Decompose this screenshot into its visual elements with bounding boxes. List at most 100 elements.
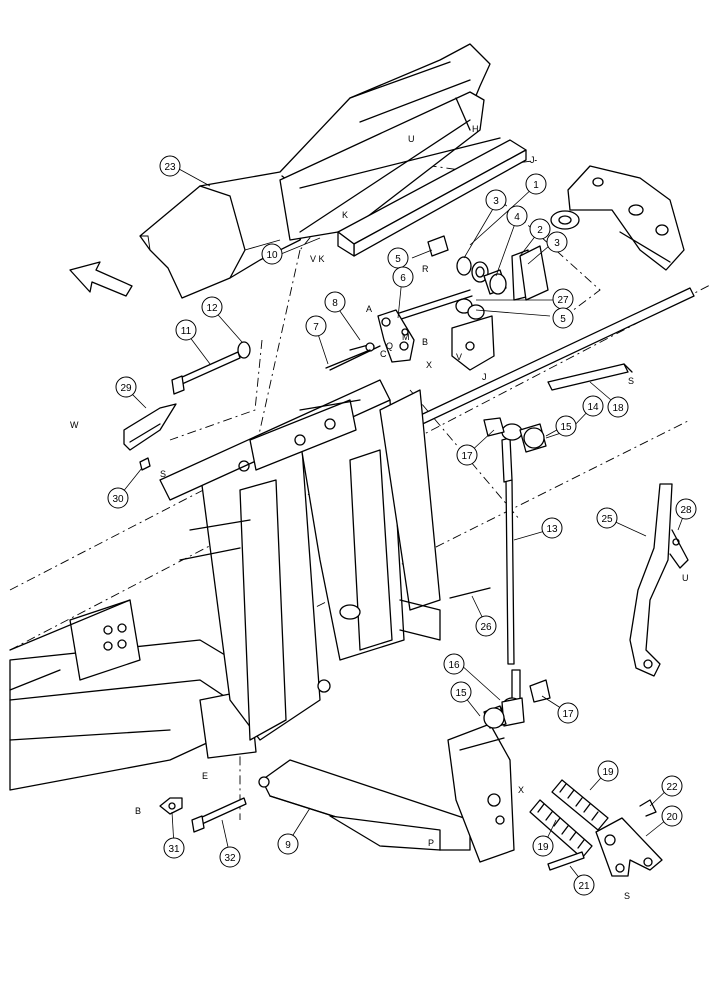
bracket-29 — [123, 403, 177, 451]
callout-25: 25 — [596, 507, 618, 529]
svg-text:32: 32 — [224, 853, 236, 864]
letter-H: H — [472, 124, 479, 134]
svg-text:26: 26 — [480, 622, 492, 633]
svg-text:18: 18 — [612, 403, 624, 414]
svg-text:5: 5 — [395, 254, 401, 265]
bell-crank — [595, 817, 663, 877]
callout-21: 21 — [573, 874, 595, 896]
main-frame — [9, 379, 441, 791]
letter-W: W — [70, 420, 79, 430]
letter-B1: B — [422, 337, 428, 347]
svg-text:23: 23 — [164, 162, 176, 173]
svg-text:29: 29 — [120, 383, 132, 394]
bolt-32 — [191, 797, 247, 833]
callout-28: 28 — [675, 498, 697, 520]
linkage-assembly — [329, 289, 495, 371]
callout-17b: 17 — [557, 702, 579, 724]
nut-30 — [139, 457, 151, 471]
letter-X1: X — [426, 360, 432, 370]
vertical-rod — [501, 423, 525, 727]
retaining-clip — [669, 529, 689, 569]
letter-P: P — [428, 838, 434, 848]
callout-23: 23 — [159, 155, 181, 177]
callout-22: 22 — [661, 775, 683, 797]
svg-text:19: 19 — [602, 767, 614, 778]
bolt-7 — [325, 349, 371, 369]
svg-text:10: 10 — [266, 250, 278, 261]
letter-X2: X — [518, 785, 524, 795]
letter-R: R — [422, 264, 429, 274]
callout-7: 7 — [305, 315, 327, 337]
callout-2: 2 — [529, 218, 551, 240]
callout-9: 9 — [277, 833, 299, 855]
letter-K: K — [342, 210, 348, 220]
letter-Q: Q — [386, 341, 393, 351]
letter-U2: U — [682, 573, 689, 583]
lower-rails — [9, 599, 131, 691]
svg-text:1: 1 — [533, 180, 539, 191]
callout-27: 27 — [552, 288, 574, 310]
svg-text:12: 12 — [206, 303, 218, 314]
letter-references: U H J K V K R A C Q M B X V J S W S E B … — [70, 124, 689, 901]
svg-text:3: 3 — [554, 238, 560, 249]
letter-J1: J — [530, 155, 535, 165]
clip-22 — [639, 799, 657, 817]
curved-arm — [629, 483, 673, 677]
callout-4: 4 — [506, 205, 528, 227]
svg-text:17: 17 — [461, 451, 473, 462]
callout-5b: 5 — [552, 307, 574, 329]
letter-V2: V — [456, 352, 462, 362]
bracket-27 — [519, 245, 549, 301]
svg-text:21: 21 — [578, 881, 590, 892]
callout-20: 20 — [661, 805, 683, 827]
plate-31 — [159, 797, 183, 815]
callout-17a: 17 — [456, 444, 478, 466]
rod-26 — [449, 587, 491, 599]
letter-C: C — [380, 349, 387, 359]
letter-S2: S — [160, 469, 166, 479]
callout-31: 31 — [163, 837, 185, 859]
svg-text:16: 16 — [448, 660, 460, 671]
callout-11: 11 — [175, 319, 197, 341]
pivot-arm — [258, 723, 515, 863]
callout-5a: 5 — [387, 247, 409, 269]
svg-text:17: 17 — [562, 709, 574, 720]
svg-text:14: 14 — [587, 402, 599, 413]
svg-text:3: 3 — [493, 196, 499, 207]
svg-text:20: 20 — [666, 812, 678, 823]
letter-VK: V K — [310, 254, 325, 264]
svg-text:4: 4 — [514, 212, 520, 223]
nut-12 — [237, 341, 251, 359]
callout-1: 1 — [525, 173, 547, 195]
svg-text:8: 8 — [332, 298, 338, 309]
callout-32: 32 — [219, 846, 241, 868]
svg-text:2: 2 — [537, 225, 543, 236]
callout-29: 29 — [115, 376, 137, 398]
svg-text:15: 15 — [560, 422, 572, 433]
callout-18: 18 — [607, 396, 629, 418]
callout-30: 30 — [107, 487, 129, 509]
direction-arrow — [69, 261, 133, 297]
bushing-set — [427, 235, 531, 320]
letter-S1: S — [628, 376, 634, 386]
letter-U1: U — [408, 134, 415, 144]
callout-3b: 3 — [546, 231, 568, 253]
callout-16: 16 — [443, 653, 465, 675]
callout-12: 12 — [201, 296, 223, 318]
callout-19a: 19 — [597, 760, 619, 782]
callout-15b: 15 — [450, 681, 472, 703]
letter-J2: J — [482, 372, 487, 382]
square-tube — [299, 137, 527, 257]
callout-26: 26 — [475, 615, 497, 637]
svg-text:13: 13 — [546, 524, 558, 535]
svg-text:9: 9 — [285, 840, 291, 851]
callout-6: 6 — [392, 266, 414, 288]
letter-M: M — [402, 332, 410, 342]
svg-text:28: 28 — [680, 505, 692, 516]
pin-21 — [547, 851, 585, 871]
svg-text:11: 11 — [181, 326, 192, 337]
long-shaft — [409, 287, 695, 429]
svg-text:25: 25 — [601, 514, 613, 525]
letter-E: E — [202, 771, 208, 781]
